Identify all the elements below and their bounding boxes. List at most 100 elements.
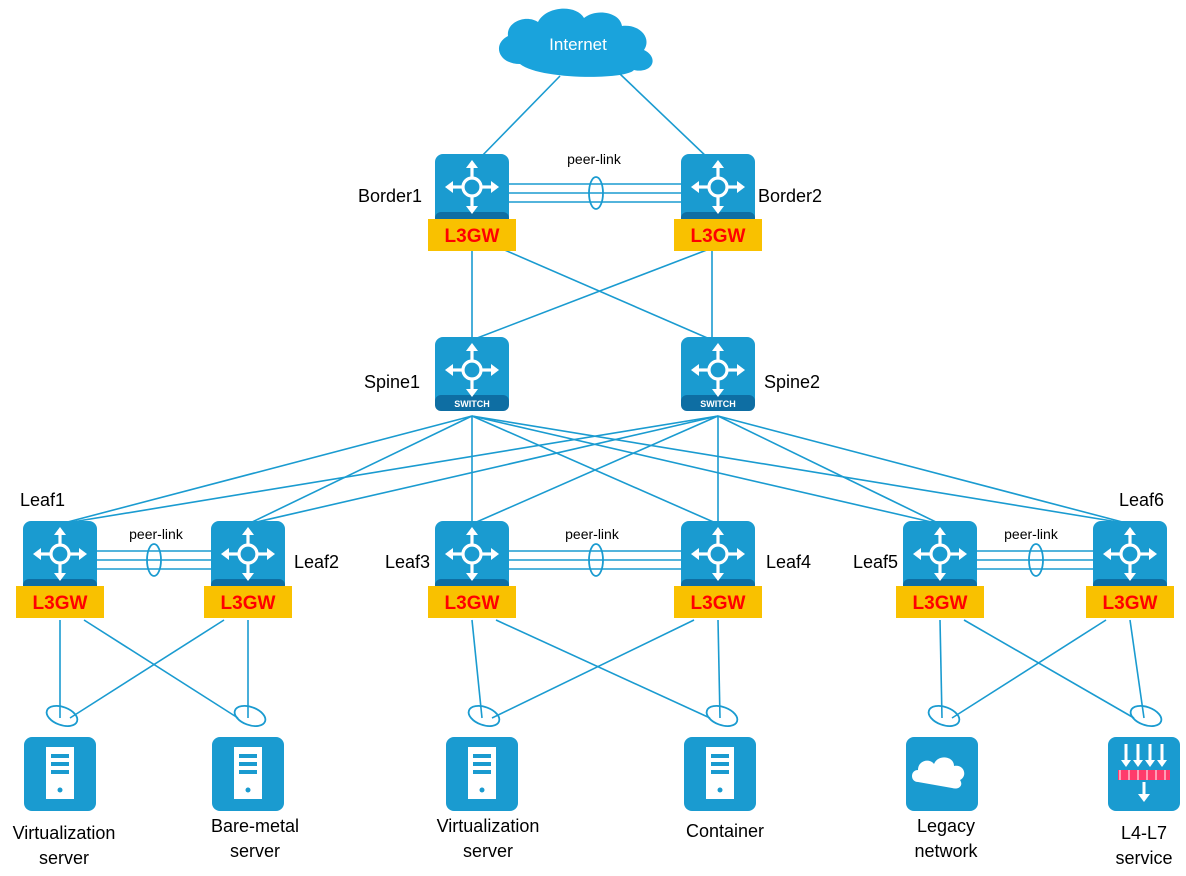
link-leaf2-ep1 [69,619,225,719]
leaf4-switch[interactable]: L3GW [674,521,762,618]
lag-ellipse-endpoint-3 [467,705,501,727]
endpoint-3-server[interactable] [446,737,518,811]
leaf1-label: Leaf1 [20,490,65,510]
l3gw-badge [428,219,516,251]
leaf6-label: Leaf6 [1119,490,1164,510]
endpoint-1-server[interactable] [24,737,96,811]
lag-ellipse-endpoint-2 [233,705,267,727]
link-border1-spine2 [499,247,713,341]
link-leaf6-ep6 [1129,619,1145,719]
l3gw-label: L3GW [1103,593,1158,614]
leaf2-switch[interactable]: L3GW [204,521,292,618]
l3gw-label: L3GW [221,593,276,614]
endpoints [24,705,1180,811]
l3gw-badge [896,586,984,618]
leaf4-label: Leaf4 [766,552,811,572]
endpoint-6-caption-line2: service [1115,848,1172,868]
lag-ellipse-endpoint-4 [705,705,739,727]
l3gw-badge [674,219,762,251]
endpoint-3-caption-line2: server [463,841,513,861]
endpoint-2-caption-line1: Bare-metal [211,816,299,836]
link-spine2-leaf3 [471,415,719,525]
link-spine2-leaf5 [717,415,941,525]
peer-links [94,176,1096,577]
l3gw-label: L3GW [913,593,968,614]
endpoint-3-caption-line1: Virtualization [437,816,540,836]
link-spine2-leaf2 [247,415,719,525]
leaf5-label: Leaf5 [853,552,898,572]
link-leaf3-ep3 [471,619,483,719]
leaf3-switch[interactable]: L3GW [428,521,516,618]
spine2-label: Spine2 [764,372,820,392]
link-leaf6-ep5 [951,619,1107,719]
link-spine2-leaf6 [717,415,1131,525]
switch-label: SWITCH [700,399,736,409]
leaf1-switch[interactable]: L3GW [16,521,104,618]
l3gw-badge [674,586,762,618]
endpoint-2-server[interactable] [212,737,284,811]
spine1-label: Spine1 [364,372,420,392]
link-spine1-leaf5 [471,415,941,525]
internet-cloud: Internet [498,8,653,77]
link-border2-spine1 [471,247,713,341]
peer-link-label-border: peer-link [567,151,622,167]
l3gw-label: L3GW [445,593,500,614]
link-leaf4-ep3 [491,619,695,719]
leaf5-switch[interactable]: L3GW [896,521,984,618]
server-icon [468,747,496,799]
link-leaf5-ep5 [939,619,943,719]
border2-router[interactable]: L3GW [674,154,762,251]
peer-link-leaf12 [94,543,214,577]
peer-link-leaf34 [506,543,684,577]
l3gw-label: L3GW [691,593,746,614]
link-spine1-leaf2 [247,415,473,525]
link-leaf5-ep6 [963,619,1135,719]
l3gw-badge [204,586,292,618]
peer-link-leaf56 [974,543,1096,577]
endpoint-1-caption-line1: Virtualization [13,823,116,843]
endpoint-4-caption-line1: Container [686,821,764,841]
link-leaf1-ep2 [83,619,239,719]
link-internet-border1 [477,75,561,161]
peer-link-label-leaf56: peer-link [1004,526,1059,542]
server-icon [46,747,74,799]
cloud-icon [912,757,965,789]
spine2-switch[interactable]: SWITCH [681,337,755,411]
peer-link-label-leaf34: peer-link [565,526,620,542]
link-spine1-leaf6 [471,415,1131,525]
leaf2-label: Leaf2 [294,552,339,572]
border1-router[interactable]: L3GW [428,154,516,251]
server-icon [706,747,734,799]
l3gw-label: L3GW [691,226,746,247]
l3gw-badge [1086,586,1174,618]
link-internet-border2 [619,73,711,161]
switch-label: SWITCH [454,399,490,409]
lag-ellipse-endpoint-1 [45,705,79,727]
l3gw-label: L3GW [33,593,88,614]
endpoint-5-caption-line2: network [914,841,978,861]
peer-link-label-leaf12: peer-link [129,526,184,542]
endpoint-1-caption-line2: server [39,848,89,868]
spine1-switch[interactable]: SWITCH [435,337,509,411]
leaf3-label: Leaf3 [385,552,430,572]
endpoint-6-firewall[interactable] [1108,737,1180,811]
endpoint-5-caption-line1: Legacy [917,816,975,836]
border1-label: Border1 [358,186,422,206]
border2-label: Border2 [758,186,822,206]
link-spine1-leaf1 [59,415,473,525]
devices: L3GW L3GW SWITCH SWITCH L3GW L3GW L3GW L3GW L3GW… [16,154,1174,618]
lag-ellipse-endpoint-6 [1129,705,1163,727]
leaf6-switch[interactable]: L3GW [1086,521,1174,618]
link-spine2-leaf1 [59,415,719,525]
links [59,73,1145,719]
endpoint-5-cloud[interactable] [906,737,978,811]
internet-label: Internet [549,35,607,54]
server-icon [234,747,262,799]
l3gw-badge [428,586,516,618]
link-leaf4-ep4 [717,619,721,719]
endpoint-6-caption-line1: L4-L7 [1121,823,1167,843]
l3gw-badge [16,586,104,618]
endpoint-4-server[interactable] [684,737,756,811]
firewall-icon [1118,744,1170,802]
